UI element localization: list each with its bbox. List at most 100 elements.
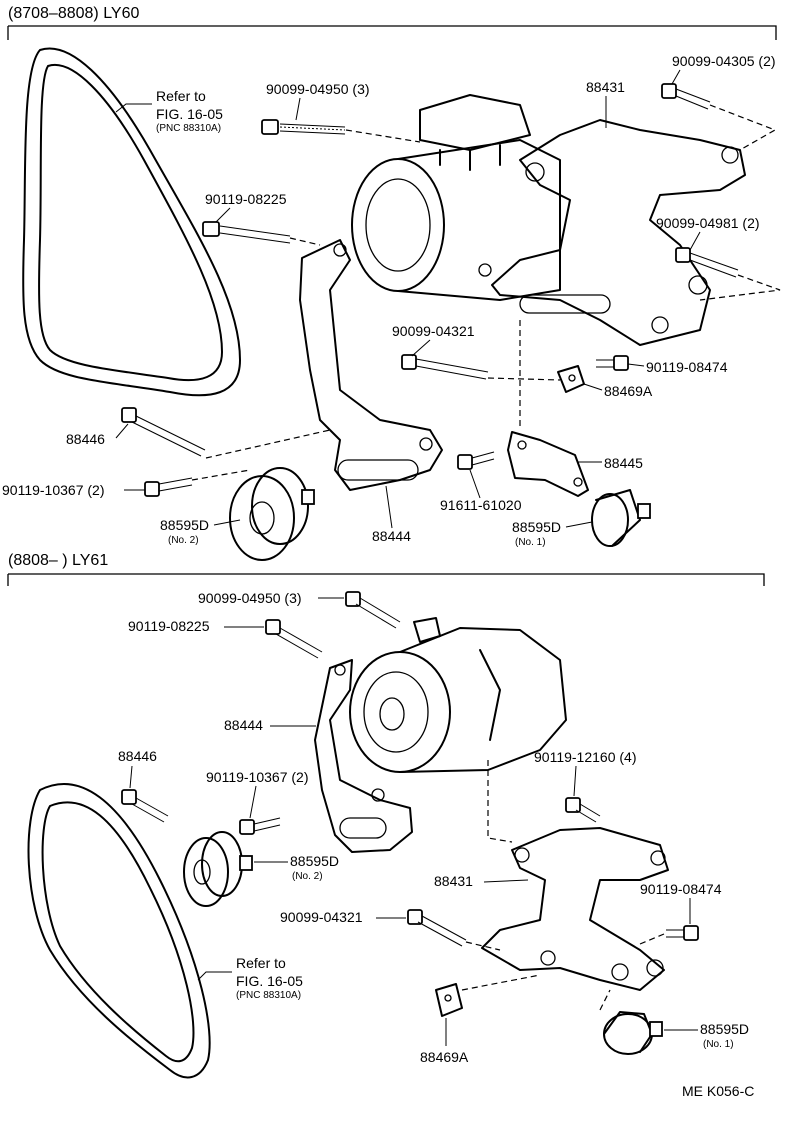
refer-note-1-pnc: (PNC 88310A) [156, 123, 221, 134]
leader-88469a-1 [583, 383, 603, 391]
block-88469a-1 [557, 365, 585, 393]
bolt-90119-08225-2 [265, 619, 323, 659]
label-90119-10367-1: 90119-10367 (2) [2, 482, 104, 498]
bracket-88444-2 [314, 659, 413, 853]
bolt-88446-1 [121, 407, 206, 457]
label-90099-04321-1: 90099-04321 [392, 323, 475, 339]
bracket-88445 [507, 431, 589, 497]
label-90099-04305: 90099-04305 (2) [672, 53, 776, 69]
leader-90119-10367-2 [249, 785, 257, 819]
align-line-1h [289, 237, 321, 246]
leader-90119-08474-1 [627, 363, 645, 367]
leader-90119-08225-1 [215, 207, 231, 223]
leader-90099-04981 [689, 231, 701, 251]
refer-note-2-pnc: (PNC 88310A) [236, 990, 301, 1001]
section1-header: (8708–8808) LY60 [8, 5, 139, 22]
label-88469a-1: 88469A [604, 383, 653, 399]
idler-pulley-no1-2 [603, 1011, 663, 1055]
align-line-2b [465, 941, 501, 951]
leader-90119-12160 [573, 765, 577, 797]
align-line-1c [699, 274, 781, 301]
align-line-1g [191, 469, 251, 481]
label-90119-08474-1: 90119-08474 [646, 359, 728, 375]
align-line-1a [345, 129, 421, 143]
refer-note-1-line1: Refer to [156, 88, 206, 104]
bolt-90099-04305 [661, 83, 711, 110]
label-88595d-no1-1: 88595D [512, 519, 561, 535]
label-88445: 88445 [604, 455, 643, 471]
v-belt-1 [22, 47, 241, 397]
align-line-2d [599, 989, 611, 1011]
bolt-90099-04321-2 [407, 909, 467, 947]
block-88469a-2 [435, 983, 463, 1017]
bolt-90119-08474-2 [666, 925, 699, 941]
refer-leader-1 [115, 103, 152, 113]
label-90099-04950-2: 90099-04950 (3) [198, 590, 302, 606]
align-line-2a [487, 760, 513, 843]
section1-bracket [8, 25, 777, 40]
bracket-88431-2 [481, 827, 669, 991]
label-91611-61020: 91611-61020 [440, 497, 522, 513]
bolt-90119-10367-2 [239, 817, 281, 835]
bracket-88431-1 [491, 119, 746, 346]
label-90119-08474-2: 90119-08474 [640, 881, 722, 897]
label-88595d-no1-2: 88595D [700, 1021, 749, 1037]
bolt-90119-08474-1 [596, 355, 629, 371]
refer-note-2-line2: FIG. 16-05 [236, 973, 303, 989]
label-88446-2: 88446 [118, 748, 157, 764]
section2-header: (8808– ) LY61 [8, 552, 108, 569]
label-88595d-no2-1-sub: (No. 2) [168, 535, 199, 546]
label-90119-08225-2: 90119-08225 [128, 618, 210, 634]
bolt-90119-10367-1 [144, 477, 193, 497]
refer-note-1-line2: FIG. 16-05 [156, 106, 223, 122]
label-90119-10367-2: 90119-10367 (2) [206, 769, 308, 785]
refer-leader-2 [197, 971, 232, 981]
label-90099-04981: 90099-04981 (2) [656, 215, 760, 231]
bolt-90119-08225-1 [202, 221, 291, 244]
leader-88431-2 [483, 879, 529, 883]
idler-pulley-no1-1 [591, 489, 651, 547]
align-line-1e [487, 377, 561, 381]
leader-88595d-no1-1 [565, 521, 593, 528]
section2-bracket [7, 573, 765, 586]
align-line-2c [461, 974, 541, 991]
label-90119-12160: 90119-12160 (4) [534, 749, 636, 765]
leader-90099-04305 [671, 69, 681, 85]
align-line-2e [639, 933, 665, 945]
leader-88446-1 [115, 423, 129, 439]
bolt-90099-04981 [675, 247, 739, 278]
label-88431-2: 88431 [434, 873, 473, 889]
label-88595d-no2-1: 88595D [160, 517, 209, 533]
bolt-90099-04321-1 [401, 354, 489, 380]
align-line-1f [205, 429, 331, 459]
bolt-90099-04950-2 [345, 591, 401, 629]
label-88444-2: 88444 [224, 717, 263, 733]
label-88595d-no1-2-sub: (No. 1) [703, 1039, 734, 1050]
leader-90099-04950-1 [295, 97, 301, 121]
label-90119-08225-1: 90119-08225 [205, 191, 287, 207]
bolt-88446-2 [121, 789, 169, 823]
bolt-91611-61020 [457, 451, 495, 470]
leader-88446-2 [129, 765, 133, 789]
label-90099-04950-1: 90099-04950 (3) [266, 81, 370, 97]
idler-pulley-no2-2 [183, 831, 253, 907]
leader-88444-1 [385, 485, 393, 529]
compressor-1 [351, 94, 561, 301]
label-88431-1: 88431 [586, 79, 625, 95]
leader-91611-61020 [469, 469, 481, 499]
leader-88595d-no2-1 [213, 519, 241, 526]
label-88595d-no1-1-sub: (No. 1) [515, 537, 546, 548]
figure-code: ME K056-C [682, 1083, 754, 1099]
label-88595d-no2-2-sub: (No. 2) [292, 871, 323, 882]
v-belt-2 [27, 783, 211, 1079]
label-88444-1: 88444 [372, 528, 411, 544]
bolt-90099-04950-1 [261, 119, 346, 135]
idler-pulley-no2-1 [229, 467, 315, 561]
bracket-88444-1 [299, 239, 443, 491]
align-line-1b [709, 104, 777, 151]
compressor-2 [349, 617, 567, 773]
label-90099-04321-2: 90099-04321 [280, 909, 363, 925]
label-88469a-2: 88469A [420, 1049, 469, 1065]
leader-90099-04321-1 [411, 339, 431, 357]
